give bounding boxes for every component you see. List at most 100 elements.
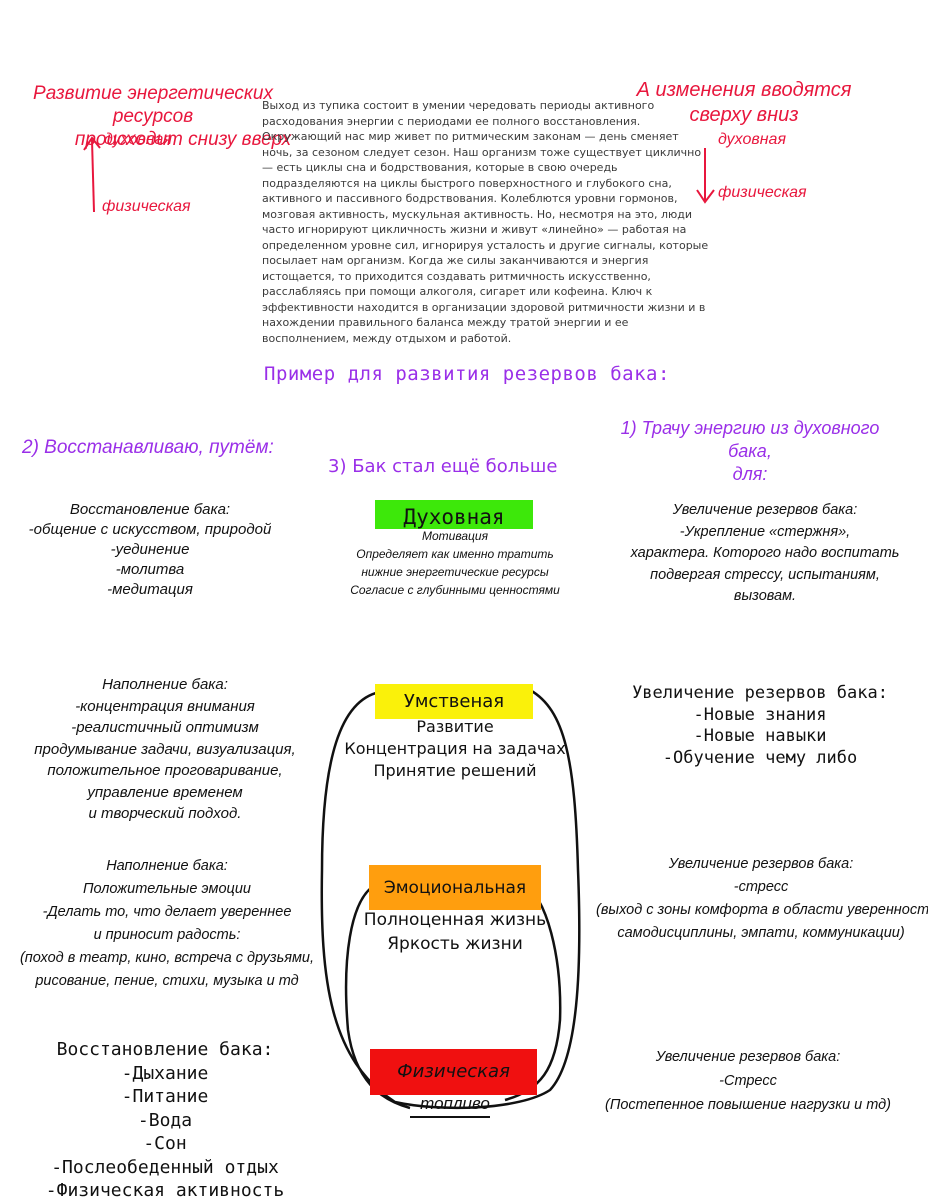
right-line: самодисциплины, эмпати, коммуникации)	[617, 925, 905, 941]
left-line: Наполнение бака:	[102, 676, 228, 693]
level-spiritual-right: Увеличение резервов бака: -Укрепление «с…	[620, 500, 910, 608]
left-line: -Физическая активность	[45, 1180, 285, 1201]
paragraph-line: мозговая активность, мускульная активнос…	[262, 207, 693, 221]
left-line: Наполнение бака:	[106, 858, 228, 874]
left-line: -Послеобеденный отдых	[51, 1156, 279, 1178]
paragraph-line: расходования энергии с периодами ее полн…	[262, 114, 641, 128]
left-line: управление временем	[87, 783, 243, 801]
paragraph-line: — есть циклы сна и бодрствования, которы…	[262, 161, 618, 174]
right-line: (Постепенное повышение нагрузки и тд)	[604, 1097, 892, 1113]
paragraph-line: Окружающий нас мир живет по ритмическим …	[262, 130, 679, 143]
level-spiritual-left: Восстановление бака: -общение с искусств…	[0, 500, 300, 600]
column-right-title-1: 1) Трачу энергию из духовного бака,	[620, 418, 880, 461]
left-line: -Питание	[121, 1086, 209, 1107]
top-right-note: А изменения вводятся сверху вниз	[612, 78, 876, 128]
column-center-title: 3) Бак стал ещё больше	[328, 456, 558, 477]
example-title: Пример для развития резервов бака:	[264, 363, 670, 385]
left-line: -уединение	[110, 541, 190, 558]
right-line: -стресс	[733, 879, 789, 895]
top-left-note-title-1: Развитие энергетических ресурсов	[33, 83, 273, 127]
left-line: -Делать то, что делает увереннее	[42, 904, 292, 920]
left-line: (поход в театр, кино, встреча с друзьями…	[19, 950, 315, 966]
level-emotional-right: Увеличение резервов бака: -стресс (выход…	[596, 853, 928, 945]
paragraph-line: восполнением, между отдыхом и работой.	[262, 331, 512, 345]
left-line: положительное проговаривание,	[47, 762, 283, 779]
top-left-note-top-label: духовная	[104, 131, 172, 148]
left-line: -медитация	[107, 581, 193, 598]
level-box-mental: Умственая	[375, 684, 533, 719]
column-right-title-2: для:	[732, 464, 768, 484]
level-box-emotional: Эмоциональная	[369, 865, 541, 910]
center-line: Развитие	[416, 717, 494, 736]
level-physical-left: Восстановление бака: -Дыхание -Питание -…	[10, 1038, 320, 1203]
left-line: рисование, пение, стихи, музыка и тд	[35, 973, 299, 989]
paragraph-line: определенном уровне сил, игнорируя устал…	[262, 238, 709, 252]
level-box-physical: Физическая	[370, 1049, 537, 1095]
level-box-spiritual: Духовная	[375, 500, 533, 529]
right-line: -Новые навыки	[693, 726, 827, 746]
level-mental-center: Развитие Концентрация на задачах Приняти…	[340, 716, 570, 782]
paragraph-line: подразделяются на циклы быстрого поверхн…	[262, 176, 672, 190]
top-left-note-title-2: происходит снизу вверх	[74, 129, 292, 150]
paragraph-line: расслабляясь при помощи алкоголя, сигаре…	[262, 285, 653, 298]
right-line: Увеличение резервов бака:	[672, 502, 858, 518]
right-line: -Стресс	[719, 1073, 777, 1089]
left-line: -реалистичный оптимизм	[71, 719, 259, 736]
center-line: Яркость жизни	[387, 934, 523, 954]
level-physical-right: Увеличение резервов бака: -Стресс (Посте…	[600, 1045, 896, 1117]
top-right-note-title-2: сверху вниз	[689, 104, 799, 126]
center-line: Концентрация на задачах	[344, 739, 566, 758]
right-line: Увеличение резервов бака:	[655, 1049, 841, 1065]
paragraph-line: эффективности находится в организации зд…	[262, 300, 706, 314]
right-line: (выход с зоны комфорта в области уверенн…	[596, 902, 928, 918]
center-line: Полноценная жизнь	[363, 910, 547, 930]
right-line: Увеличение резервов бака:	[632, 683, 888, 703]
intro-paragraph: Выход из тупика состоит в умении чередов…	[262, 98, 709, 346]
top-left-note-bottom-label: физическая	[102, 198, 191, 215]
right-line: характера. Которого надо воспитать	[630, 545, 900, 561]
level-mental-right: Увеличение резервов бака: -Новые знания …	[610, 683, 910, 769]
left-line: -Сон	[143, 1133, 187, 1154]
top-right-note-title-1: А изменения вводятся	[636, 79, 852, 101]
left-line: продумывание задачи, визуализация,	[34, 740, 296, 758]
left-line: Восстановление бака:	[69, 501, 231, 518]
left-line: -молитва	[115, 561, 185, 578]
up-arrow-icon	[91, 139, 95, 213]
center-line: Принятие решений	[373, 761, 537, 780]
paragraph-line: активного и пассивного бодрствования. Ко…	[262, 192, 678, 205]
center-line: Согласие с глубинными ценностями	[350, 583, 560, 597]
left-line: Положительные эмоции	[83, 881, 251, 897]
center-line: Мотивация	[422, 529, 488, 543]
left-line: и творческий подход.	[88, 805, 242, 822]
paragraph-line: нахождении правильного баланса между тра…	[262, 316, 629, 329]
left-line: и приносит радость:	[93, 927, 241, 943]
column-right-title: 1) Трачу энергию из духовного бака, для:	[600, 417, 900, 486]
paragraph-line: ночь, за сезоном следует сезон. Наш орга…	[262, 145, 702, 159]
paragraph-line: посылает нам организм. Когда же силы зак…	[262, 254, 649, 267]
right-line: -Укрепление «стержня»,	[679, 523, 851, 540]
center-line: Определяет как именно тратить	[356, 547, 554, 561]
level-emotional-center: Полноценная жизнь Яркость жизни	[350, 908, 560, 956]
right-line: Увеличение резервов бака:	[668, 856, 854, 872]
top-left-note: Развитие энергетических ресурсов происхо…	[8, 82, 298, 151]
paragraph-line: истощается, то приходится создавать ритм…	[262, 269, 651, 283]
left-line: -концентрация внимания	[75, 697, 255, 715]
left-line: -общение с искусством, природой	[28, 521, 272, 538]
left-line: Восстановление бака:	[56, 1039, 274, 1060]
outer-loop-line	[320, 688, 581, 1110]
right-line: -Новые знания	[693, 704, 827, 725]
paragraph-line: Выход из тупика состоит в умении чередов…	[262, 99, 655, 112]
inner-loop-line	[344, 883, 411, 1110]
right-line: вызовам.	[733, 588, 797, 604]
column-left-title: 2) Восстанавливаю, путём:	[22, 437, 274, 458]
right-line: подвергая стрессу, испытаниям,	[650, 566, 880, 583]
center-line: нижние энергетические ресурсы	[361, 565, 549, 579]
level-emotional-left: Наполнение бака: Положительные эмоции -Д…	[0, 855, 334, 993]
paragraph-line: часто игнорируют цикличность жизни и жив…	[262, 223, 687, 236]
level-spiritual-center: Мотивация Определяет как именно тратить …	[330, 527, 580, 599]
right-line: -Обучение чему либо	[662, 747, 858, 768]
top-right-note-top-label: духовная	[718, 131, 786, 148]
left-line: -Вода	[137, 1109, 193, 1131]
level-physical-center: топливо	[420, 1094, 490, 1113]
left-line: -Дыхание	[121, 1062, 209, 1084]
